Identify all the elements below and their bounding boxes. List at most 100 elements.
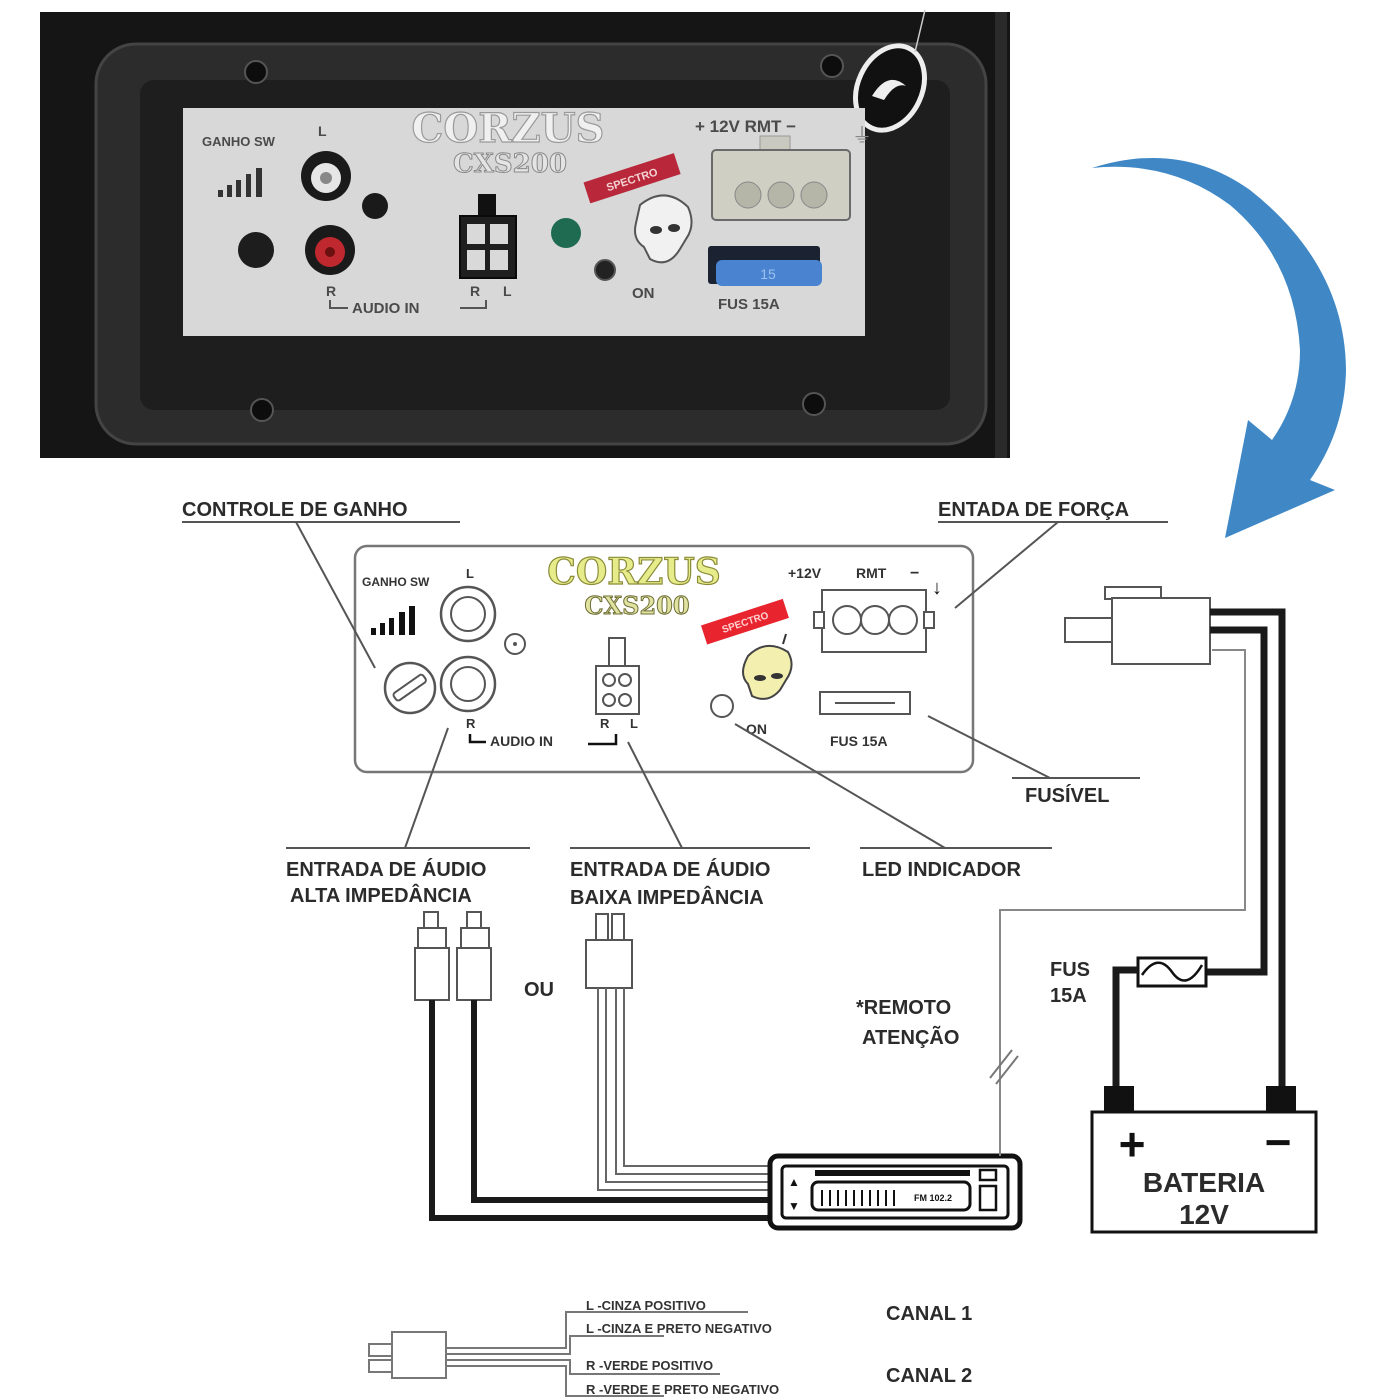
legend-wire-4: R -VERDE E PRETO NEGATIVO [586,1382,779,1397]
photo-power-label: + 12V RMT − [695,117,796,136]
photo-small-jack [362,193,388,219]
battery-minus-icon: − [1265,1116,1292,1168]
badge-glyph [872,79,906,100]
head-unit-radio: FM 102.2 ▲ ▼ [767,1153,1023,1231]
diagram-rmt-label: RMT [856,565,887,581]
inline-fuse-label-line1: FUS [1050,959,1090,981]
photo-gain-knob[interactable] [238,232,274,268]
photo-audio-in-label: AUDIO IN [352,300,420,317]
photo-faceplate [183,108,865,336]
diagram-right-label: R [466,716,476,731]
legend-wire-3: R -VERDE POSITIVO [586,1358,713,1373]
amplifier-photo: CORZUS CXS200 GANHO SW L R AUDIO IN R L … [40,9,1010,458]
callout-led-indicator: LED INDICADOR [862,859,1021,881]
photo-skull-icon [634,194,693,264]
panel-diagram: CORZUS CXS200 GANHO SW L R AUDIO IN R L [353,544,975,774]
down-arrow-icon: ▼ [788,1199,800,1213]
diagram-12v-label: +12V [788,565,822,581]
photo-fuse-value: 15 [760,266,776,282]
battery-positive-wire [1112,966,1138,1090]
diagram-minus-label: − [910,565,919,582]
photo-left-label: L [318,123,327,139]
callout-low-impedance-line1: ENTRADA DE ÁUDIO [570,858,770,881]
screw-icon [250,398,274,422]
photo-on-indicator [594,259,616,281]
diagram-model-label: CXS200 [584,591,689,620]
molex-latch [478,194,496,218]
ground-wire [1210,608,1286,1090]
photo-gain-label: GANHO SW [202,134,276,149]
diagram-low-level-connector[interactable] [595,637,640,715]
callout-leader [627,741,683,849]
cabinet-edge [995,12,1007,458]
audio-in-bracket [329,300,487,309]
diagram-connector-r: R [600,716,610,731]
badge-string [914,9,926,53]
diagram-audio-in-label: AUDIO IN [490,733,553,749]
remote-wire [999,649,1246,1156]
diagram-fuse-label: FUS 15A [830,733,888,749]
callout-gain-control: CONTROLE DE GANHO [182,499,408,521]
power-plug-icon [1064,586,1211,665]
legend-channel-1: CANAL 1 [886,1303,972,1325]
diagram-gain-label: GANHO SW [362,575,430,589]
photo-connector-r: R [470,283,480,299]
inline-fuse-icon [1136,956,1208,988]
callout-leader [295,521,376,669]
inline-fuse-label-line2: 15A [1050,985,1087,1007]
remote-warning-line1: *REMOTO [856,997,951,1019]
gain-bars-icon [218,168,262,197]
diagram-brand-logo: CORZUS [547,551,721,593]
diagram-power-connector[interactable] [813,589,935,653]
rca-plug-left-icon [414,911,450,1001]
screw-icon [802,392,826,416]
callout-leader [954,521,1059,609]
diagram-audio-in-bracket [468,734,618,746]
legend-wire-1: L -CINZA POSITIVO [586,1298,706,1313]
legend-wires [446,1311,748,1397]
diagram-connector-l: L [630,716,638,731]
callout-fuse: FUSÍVEL [1025,784,1109,807]
legend-channel-2: CANAL 2 [886,1365,972,1387]
diagram-gain-knob[interactable] [383,661,437,715]
or-label: OU [524,979,554,1001]
photo-on-label: ON [632,285,655,302]
ground-icon: ⏚ [852,125,872,147]
callout-leader [404,727,449,849]
curved-arrow-icon [1092,157,1346,538]
low-level-plug-icon [585,913,633,989]
battery-12v [1090,1086,1318,1234]
battery-label-line2: 12V [1179,1199,1229,1230]
diagram-gain-bars-icon [371,606,415,635]
break-mark-icon [995,1055,1019,1085]
callouts [182,521,1168,849]
rca-cable-right [471,1000,775,1203]
remote-warning-line2: ATENÇÃO [862,1026,959,1049]
callout-high-impedance-line2: ALTA IMPEDÂNCIA [290,883,472,907]
photo-fuse[interactable] [716,260,822,286]
photo-model-label: CXS200 [453,149,567,179]
photo-right-label: R [326,283,336,299]
legend-plug-icon [368,1331,447,1379]
low-level-wires [597,988,775,1191]
diagram-left-label: L [466,566,474,581]
legend-wire-2: L -CINZA E PRETO NEGATIVO [586,1321,772,1336]
rca-cable-left [429,1000,775,1221]
callout-leader [734,723,946,849]
photo-led-indicator [551,218,581,248]
screw-icon [244,60,268,84]
callout-leader [927,715,1051,779]
photo-connector-l: L [503,283,512,299]
radio-display-text: FM 102.2 [914,1193,952,1203]
photo-fuse-label: FUS 15A [718,296,780,313]
callout-power-input: ENTADA DE FORÇA [938,499,1129,521]
diagram-skull-icon [742,633,793,700]
diagram-ground-arrow-icon: ↓ [932,577,942,599]
diagram-led-indicator [710,694,734,718]
screw-icon [820,54,844,78]
positive-wire [1205,626,1268,976]
up-arrow-icon: ▲ [788,1175,800,1189]
diagram-faceplate [353,544,975,774]
battery-label-line1: BATERIA [1143,1167,1265,1198]
